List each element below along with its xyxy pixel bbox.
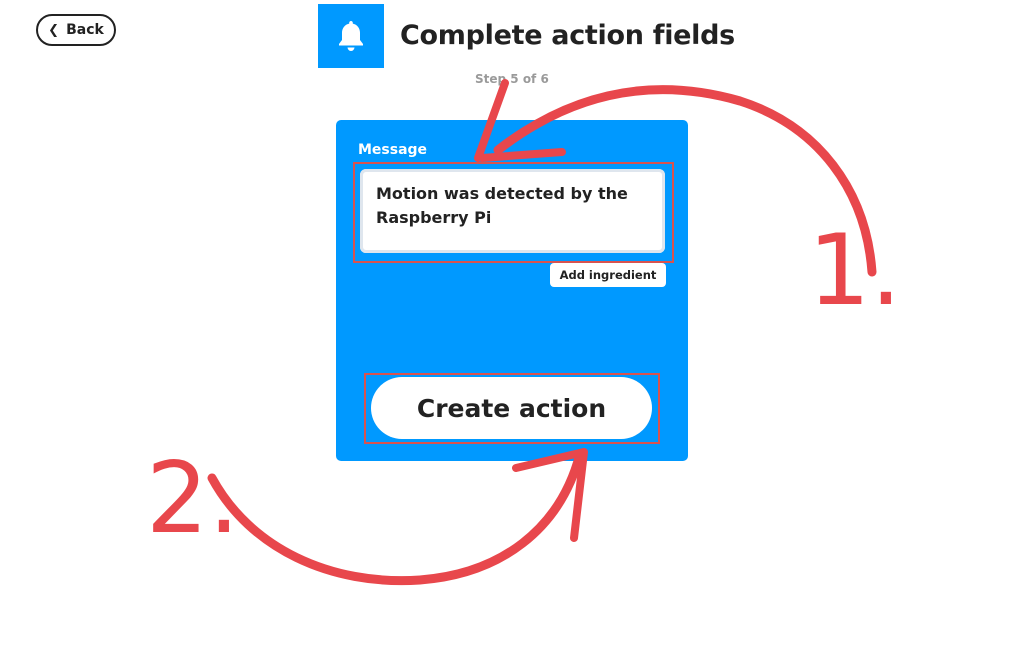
step-indicator: Step 5 of 6	[475, 72, 549, 86]
notification-service-icon	[318, 4, 384, 68]
message-field-label: Message	[358, 142, 428, 158]
action-fields-card: Message Motion was detected by the Raspb…	[336, 120, 688, 461]
step-2-label: 2.	[146, 442, 240, 556]
message-input[interactable]: Motion was detected by the Raspberry Pi	[360, 169, 665, 253]
arrow-2-head	[512, 448, 588, 542]
back-button[interactable]: ❮ Back	[36, 14, 116, 46]
arrow-2-curve	[207, 449, 585, 586]
page-title: Complete action fields	[400, 20, 735, 51]
back-button-label: Back	[66, 22, 104, 38]
chevron-left-icon: ❮	[48, 22, 60, 38]
add-ingredient-button[interactable]: Add ingredient	[550, 263, 666, 287]
create-action-button[interactable]: Create action	[371, 377, 652, 439]
bell-icon	[339, 21, 363, 51]
step-1-label: 1.	[808, 214, 902, 328]
